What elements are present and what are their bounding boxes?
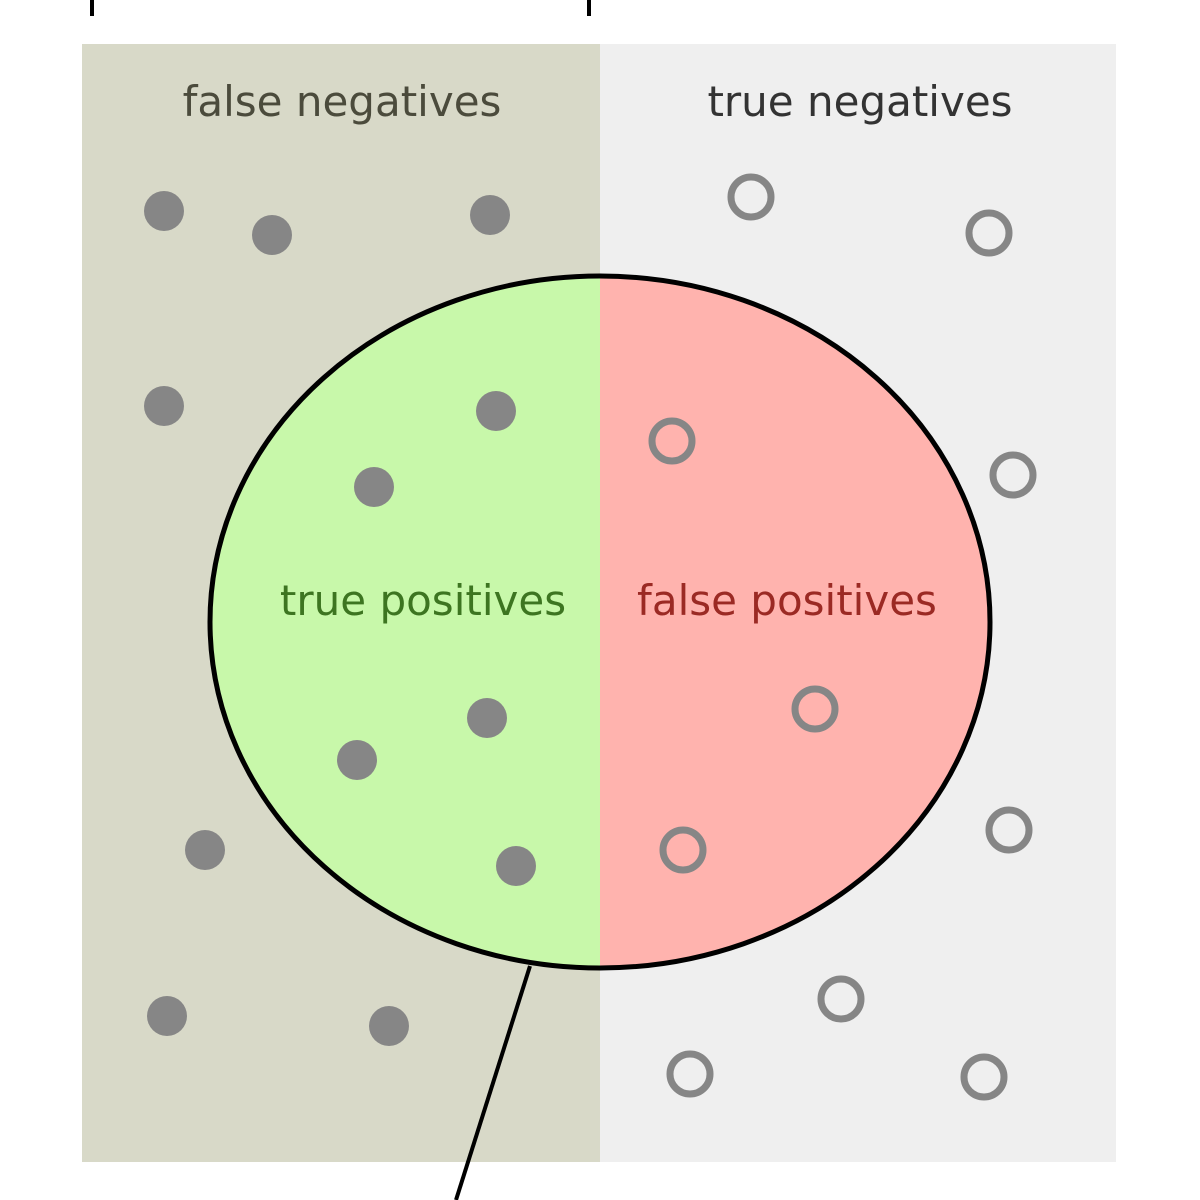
- selected-elements-outline: [207, 273, 993, 971]
- relevant-dot: [496, 846, 536, 886]
- nonrelevant-dot: [817, 975, 865, 1023]
- relevant-dot: [144, 191, 184, 231]
- relevant-dot: [147, 996, 187, 1036]
- nonrelevant-dot: [791, 685, 839, 733]
- relevant-dot: [337, 740, 377, 780]
- relevant-dot: [467, 698, 507, 738]
- nonrelevant-dot: [666, 1050, 714, 1098]
- relevant-dot: [144, 386, 184, 426]
- nonrelevant-dot: [659, 826, 707, 874]
- selected-elements-pointer: [454, 965, 532, 1200]
- hollow-dots: [648, 173, 1037, 1101]
- nonrelevant-dot: [648, 417, 696, 465]
- relevant-dot: [470, 195, 510, 235]
- false-negatives-label: false negatives: [183, 77, 502, 126]
- nonrelevant-dot: [965, 209, 1013, 257]
- true-positives-label: true positives: [280, 576, 566, 625]
- true-negatives-label: true negatives: [707, 77, 1012, 126]
- nonrelevant-dot: [989, 451, 1037, 499]
- relevant-dot: [185, 830, 225, 870]
- nonrelevant-dot: [960, 1053, 1008, 1101]
- relevant-dot: [476, 391, 516, 431]
- relevant-dot: [354, 467, 394, 507]
- filled-dots: [144, 191, 536, 1046]
- top-bracket: [90, 0, 591, 16]
- false-positives-label: false positives: [637, 576, 937, 625]
- nonrelevant-dot: [985, 806, 1033, 854]
- relevant-dot: [252, 215, 292, 255]
- nonrelevant-dot: [727, 173, 775, 221]
- true-positives-area: [210, 276, 600, 968]
- false-positives-area: [600, 276, 990, 968]
- relevant-dot: [369, 1006, 409, 1046]
